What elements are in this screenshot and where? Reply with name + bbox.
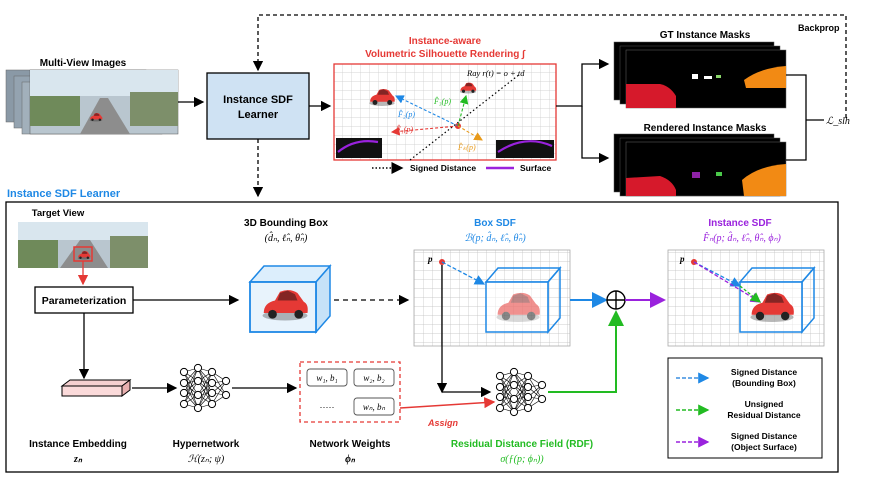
legend-3-line2: (Object Surface) xyxy=(731,442,797,452)
weight-ellipsis: ····· xyxy=(320,402,335,412)
instance-embedding-block xyxy=(60,379,132,397)
fk-label: F̂ₖ(p) xyxy=(457,142,476,152)
weight-1: w₁, b₁ xyxy=(316,373,337,383)
instance-sdf-learner-box: Instance SDF Learner xyxy=(206,72,310,140)
bbox-formula: (d̂ₙ, ℓ̂ₙ, θ̂ₙ) xyxy=(265,231,308,244)
instance-embedding-label: Instance Embedding xyxy=(29,439,127,450)
multi-view-label: Multi-View Images xyxy=(40,58,127,69)
network-weights-box xyxy=(299,361,401,423)
arrow-to-rendered-masks xyxy=(581,106,610,164)
hypernetwork-label: Hypernetwork xyxy=(173,439,240,450)
rendered-masks-label: Rendered Instance Masks xyxy=(644,123,767,134)
multi-view-images xyxy=(5,69,179,135)
legend-2-line2: Residual Distance xyxy=(727,410,800,420)
instance-sdf-p-label: p xyxy=(679,254,685,264)
assign-label: Assign xyxy=(427,418,459,428)
legend-1-line2: (Bounding Box) xyxy=(732,378,796,388)
assign-arrow xyxy=(399,397,496,409)
learner-label-2: Learner xyxy=(238,109,279,121)
hypernetwork-symbol: ℋ(zₙ; ψ) xyxy=(188,454,225,465)
instance-sdf-title: Instance SDF xyxy=(708,218,771,229)
sdf-legend xyxy=(667,357,823,459)
bounding-box-3d xyxy=(248,264,332,334)
ray-line xyxy=(409,73,521,161)
target-view-image xyxy=(18,222,148,268)
legend-3-line1: Signed Distance xyxy=(731,431,797,441)
network-weights-symbol: ϕₙ xyxy=(345,454,356,465)
f1-label: F̂₁(p) xyxy=(395,124,413,134)
sum-operator xyxy=(606,290,626,310)
rdf-symbol: σ(ƒ(p; ϕₙ)) xyxy=(500,454,544,465)
rdf-label: Residual Distance Field (RDF) xyxy=(451,439,593,450)
section-title: Instance SDF Learner xyxy=(7,188,121,200)
instance-embedding-symbol: zₙ xyxy=(73,454,83,465)
weight-2: w₂, b₂ xyxy=(363,373,384,383)
legend-surface: Surface xyxy=(520,163,551,173)
ray-label: Ray r(t) = o + td xyxy=(466,68,525,78)
rendering-title-2: Volumetric Silhouette Rendering ∫ xyxy=(365,49,526,60)
loss-bracket xyxy=(786,74,807,161)
hypernetwork-graphic xyxy=(179,363,231,413)
legend-2-line1: Unsigned xyxy=(745,399,784,409)
arrow-to-gt-masks xyxy=(556,58,610,107)
box-sdf-panel xyxy=(413,249,571,347)
rendered-instance-masks xyxy=(613,133,787,197)
box-sdf-formula: ℬ(p; d̂ₙ, ℓ̂ₙ, θ̂ₙ) xyxy=(464,231,526,244)
legend-signed-distance: Signed Distance xyxy=(410,163,476,173)
gt-masks-label: GT Instance Masks xyxy=(660,30,751,41)
learner-detail-panel xyxy=(5,201,839,473)
rendering-title-1: Instance-aware xyxy=(409,36,482,47)
backprop-label: Backprop xyxy=(798,23,840,33)
rendering-panel xyxy=(333,63,557,161)
network-weights-label: Network Weights xyxy=(310,439,391,450)
arrow-rdf-to-sum xyxy=(548,310,624,393)
box-sdf-title: Box SDF xyxy=(474,218,516,229)
f2-label: F̂₂(p) xyxy=(397,109,415,119)
instance-sdf-formula: F̂ₙ(p; d̂ₙ, ℓ̂ₙ, θ̂ₙ, ϕₙ) xyxy=(702,231,781,244)
rdf-network-graphic xyxy=(495,367,547,417)
f3-label: F̂₃(p) xyxy=(433,96,451,106)
loss-label: ℒ_slh xyxy=(826,116,850,127)
target-view-label: Target View xyxy=(32,208,85,219)
parameterization-label: Parameterization xyxy=(42,295,127,307)
bbox-title: 3D Bounding Box xyxy=(244,218,328,229)
gt-instance-masks xyxy=(613,41,787,109)
legend-1-line1: Signed Distance xyxy=(731,367,797,377)
box-sdf-p-label: p xyxy=(427,254,433,264)
learner-label-1: Instance SDF xyxy=(223,94,293,106)
backprop-path xyxy=(252,14,847,118)
instance-sdf-panel xyxy=(667,249,825,347)
weight-n: wₙ, bₙ xyxy=(363,402,386,412)
